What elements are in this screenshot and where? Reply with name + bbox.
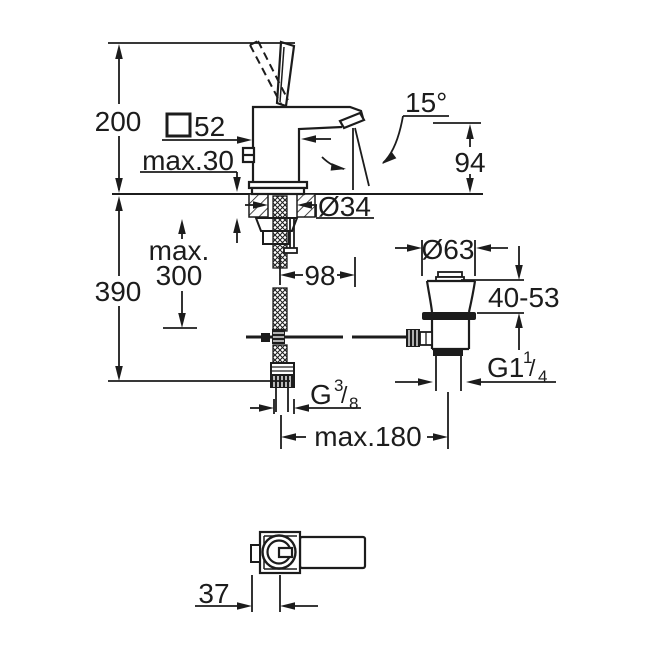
dim-37 — [195, 575, 318, 612]
label-max30: max.30 — [142, 145, 234, 176]
label-g1-slash: / — [529, 355, 536, 381]
label-g38-sub: 8 — [349, 394, 358, 413]
spout-outlet — [338, 111, 366, 130]
side-tab-top-view — [250, 544, 261, 563]
label-200: 200 — [95, 106, 142, 137]
label-g1-base: G1 — [487, 352, 524, 383]
label-40-53: 40-53 — [488, 282, 560, 313]
spout-top-view — [298, 535, 367, 570]
drain-knob — [406, 329, 433, 347]
dim-hole-34 — [245, 204, 374, 219]
label-15deg: 15° — [405, 87, 447, 118]
rod-clamp-small — [261, 333, 270, 342]
label-g1-sup: 1 — [523, 348, 532, 367]
label-94: 94 — [454, 147, 485, 178]
faucet-side-view — [241, 40, 370, 364]
cartridge-notch — [277, 546, 294, 559]
dim-max180 — [280, 415, 434, 449]
drain-linkage — [246, 329, 407, 344]
drain-seal-ring — [422, 312, 476, 320]
label-98: 98 — [304, 260, 335, 291]
mounting-nut — [254, 217, 299, 245]
dim-max300 — [163, 233, 197, 329]
label-g38-base: G — [310, 379, 332, 410]
faucet-top-view — [250, 530, 367, 575]
dim-square-52 — [162, 112, 331, 141]
label-dia63: Ø63 — [422, 234, 475, 265]
label-g38-slash: / — [341, 382, 348, 408]
label-max: max. — [149, 235, 210, 266]
drain-valve — [406, 271, 477, 449]
label-g1-sub: 4 — [538, 367, 547, 386]
label-dia34: Ø34 — [318, 191, 371, 222]
label-max180: max.180 — [314, 421, 421, 452]
square-symbol-icon — [165, 112, 192, 138]
dim-dia63 — [395, 240, 508, 276]
label-390: 390 — [95, 276, 142, 307]
base-plate-lower — [250, 186, 306, 196]
label-300: 300 — [156, 260, 203, 291]
drain-thread-band — [433, 350, 463, 356]
water-stream — [352, 127, 370, 190]
dim-40-53 — [461, 246, 524, 350]
dim-390 — [108, 208, 290, 382]
faucet-body — [241, 105, 365, 196]
pull-rod-vertical — [283, 219, 298, 254]
label-g38-sup: 3 — [334, 376, 343, 395]
label-37: 37 — [198, 578, 229, 609]
label-52: 52 — [194, 111, 225, 142]
drain-flange — [425, 279, 477, 313]
drain-tailpipe — [435, 356, 462, 449]
rod-clamp — [272, 329, 285, 344]
